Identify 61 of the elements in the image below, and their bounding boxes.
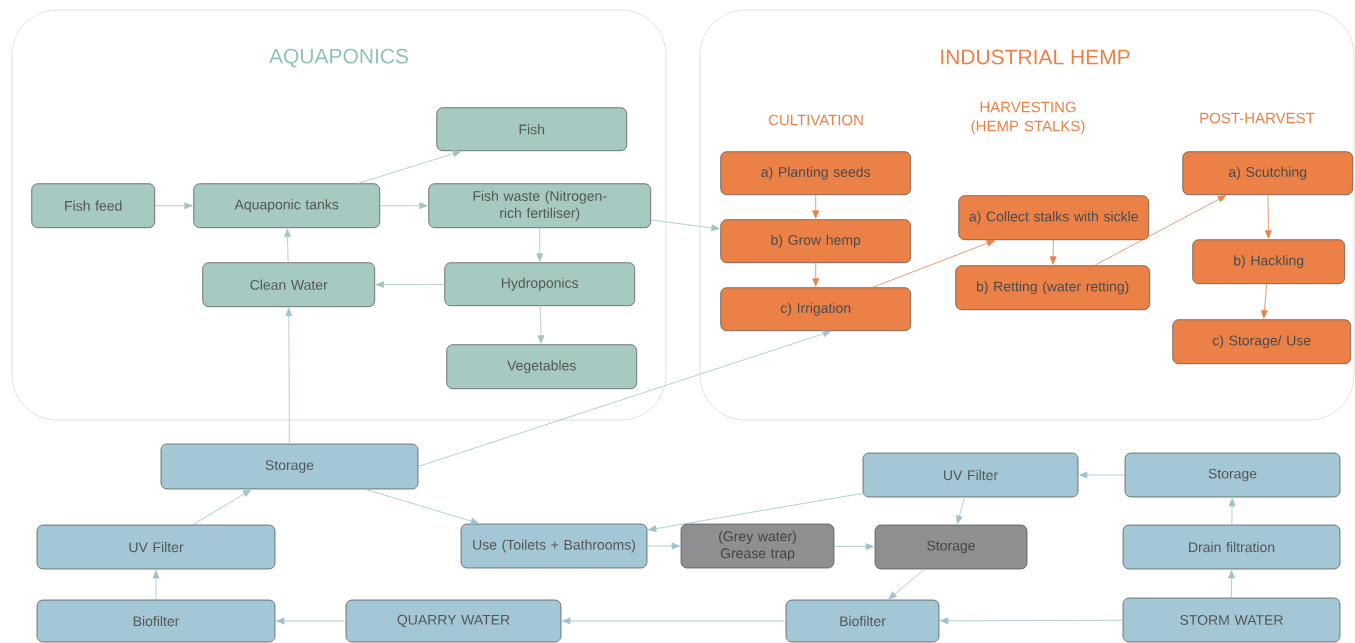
step-box: a) Collect stalks with sickle <box>958 195 1150 241</box>
process-box: (Grey water) Grease trap <box>680 523 835 569</box>
arrow <box>650 219 720 232</box>
process-box: Drain filtration <box>1122 524 1341 570</box>
process-box: UV Filter <box>862 452 1079 498</box>
arrow <box>646 542 680 550</box>
arrow <box>357 150 462 184</box>
arrow <box>1049 239 1057 265</box>
arrow <box>1094 195 1227 266</box>
column-heading: POST-HARVEST <box>1200 112 1315 124</box>
arrow <box>152 570 160 601</box>
arrow <box>812 194 820 219</box>
process-box: Hydroponics <box>444 262 636 307</box>
arrow <box>940 617 1124 625</box>
process-box: Use (Toilets + Bathrooms) <box>460 523 648 569</box>
arrow <box>536 227 544 262</box>
process-box: Biofilter <box>36 599 276 643</box>
arrow <box>956 496 965 524</box>
arrow <box>1079 471 1126 479</box>
arrow <box>285 307 293 445</box>
process-box: Vegetables <box>446 344 638 390</box>
column-heading: CULTIVATION <box>768 114 863 126</box>
process-box: Biofilter <box>785 599 940 643</box>
arrow <box>192 489 252 526</box>
arrow <box>417 330 832 467</box>
process-box: UV Filter <box>36 524 276 570</box>
step-box: b) Grow hemp <box>720 219 912 264</box>
step-box: b) Retting (water retting) <box>955 265 1151 311</box>
arrow <box>812 262 820 287</box>
arrow <box>154 202 193 210</box>
arrow <box>276 617 347 625</box>
step-box: c) Irrigation <box>720 287 912 332</box>
process-box: Storage <box>160 443 419 490</box>
arrow <box>365 488 479 525</box>
process-box: Clean Water <box>202 262 376 308</box>
step-box: c) Storage/ Use <box>1172 319 1352 365</box>
process-box: Fish waste (Nitrogen-rich fertiliser) <box>428 183 652 229</box>
process-box: QUARRY WATER <box>345 599 562 643</box>
arrow <box>379 202 428 210</box>
arrow <box>284 228 291 263</box>
step-box: a) Planting seeds <box>720 151 912 196</box>
arrow <box>537 305 545 344</box>
arrow <box>1228 498 1236 526</box>
process-box: Aquaponic tanks <box>193 183 381 229</box>
arrow <box>1228 570 1235 599</box>
arrow <box>833 543 874 550</box>
arrow <box>562 617 787 625</box>
process-box: STORM WATER <box>1122 597 1341 643</box>
arrow <box>1264 194 1272 239</box>
process-box: Storage <box>874 524 1028 570</box>
process-box: Storage <box>1124 452 1341 498</box>
arrow <box>648 492 864 533</box>
process-box: Fish feed <box>31 183 156 229</box>
column-heading: HARVESTING (HEMP STALKS) <box>971 101 1085 135</box>
step-box: a) Scutching <box>1182 151 1354 196</box>
process-box: Fish <box>436 107 628 152</box>
arrow <box>872 239 995 288</box>
step-box: b) Hackling <box>1192 239 1346 285</box>
arrow <box>888 568 925 600</box>
arrow <box>375 281 445 288</box>
arrow <box>1261 283 1268 319</box>
